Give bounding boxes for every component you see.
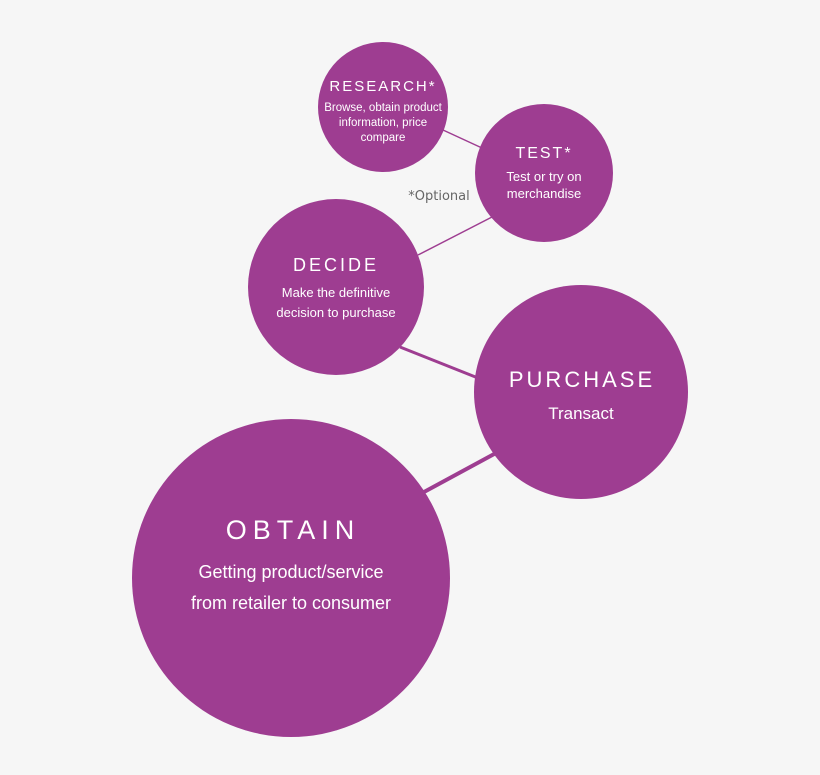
obtain-circle — [132, 419, 450, 737]
connector-decide-purchase — [399, 345, 479, 380]
research-desc-line: Browse, obtain product — [324, 102, 442, 114]
obtain-title: OBTAIN — [226, 515, 361, 545]
decide-desc-line: decision to purchase — [276, 305, 395, 320]
research-title: RESEARCH* — [329, 78, 436, 95]
test-circle — [475, 104, 613, 242]
test-title: TEST* — [515, 145, 572, 162]
research-desc-line: compare — [361, 132, 406, 144]
test-desc-line: merchandise — [507, 186, 581, 201]
obtain-desc-line: Getting product/service — [198, 562, 383, 582]
purchase-circle — [474, 285, 688, 499]
optional-note: *Optional — [408, 189, 469, 204]
decide-desc-line: Make the definitive — [282, 285, 390, 300]
connector-purchase-obtain — [423, 451, 497, 494]
test-desc-line: Test or try on — [506, 169, 581, 184]
connector-research-test — [442, 129, 483, 149]
research-desc-line: information, price — [339, 117, 427, 129]
decide-title: DECIDE — [293, 255, 379, 275]
decide-circle — [248, 199, 424, 375]
connector-test-decide — [417, 216, 493, 256]
research-circle — [318, 42, 448, 172]
obtain-desc-line: from retailer to consumer — [191, 593, 391, 613]
purchase-title: PURCHASE — [509, 367, 655, 392]
purchase-desc-line: Transact — [548, 404, 614, 423]
